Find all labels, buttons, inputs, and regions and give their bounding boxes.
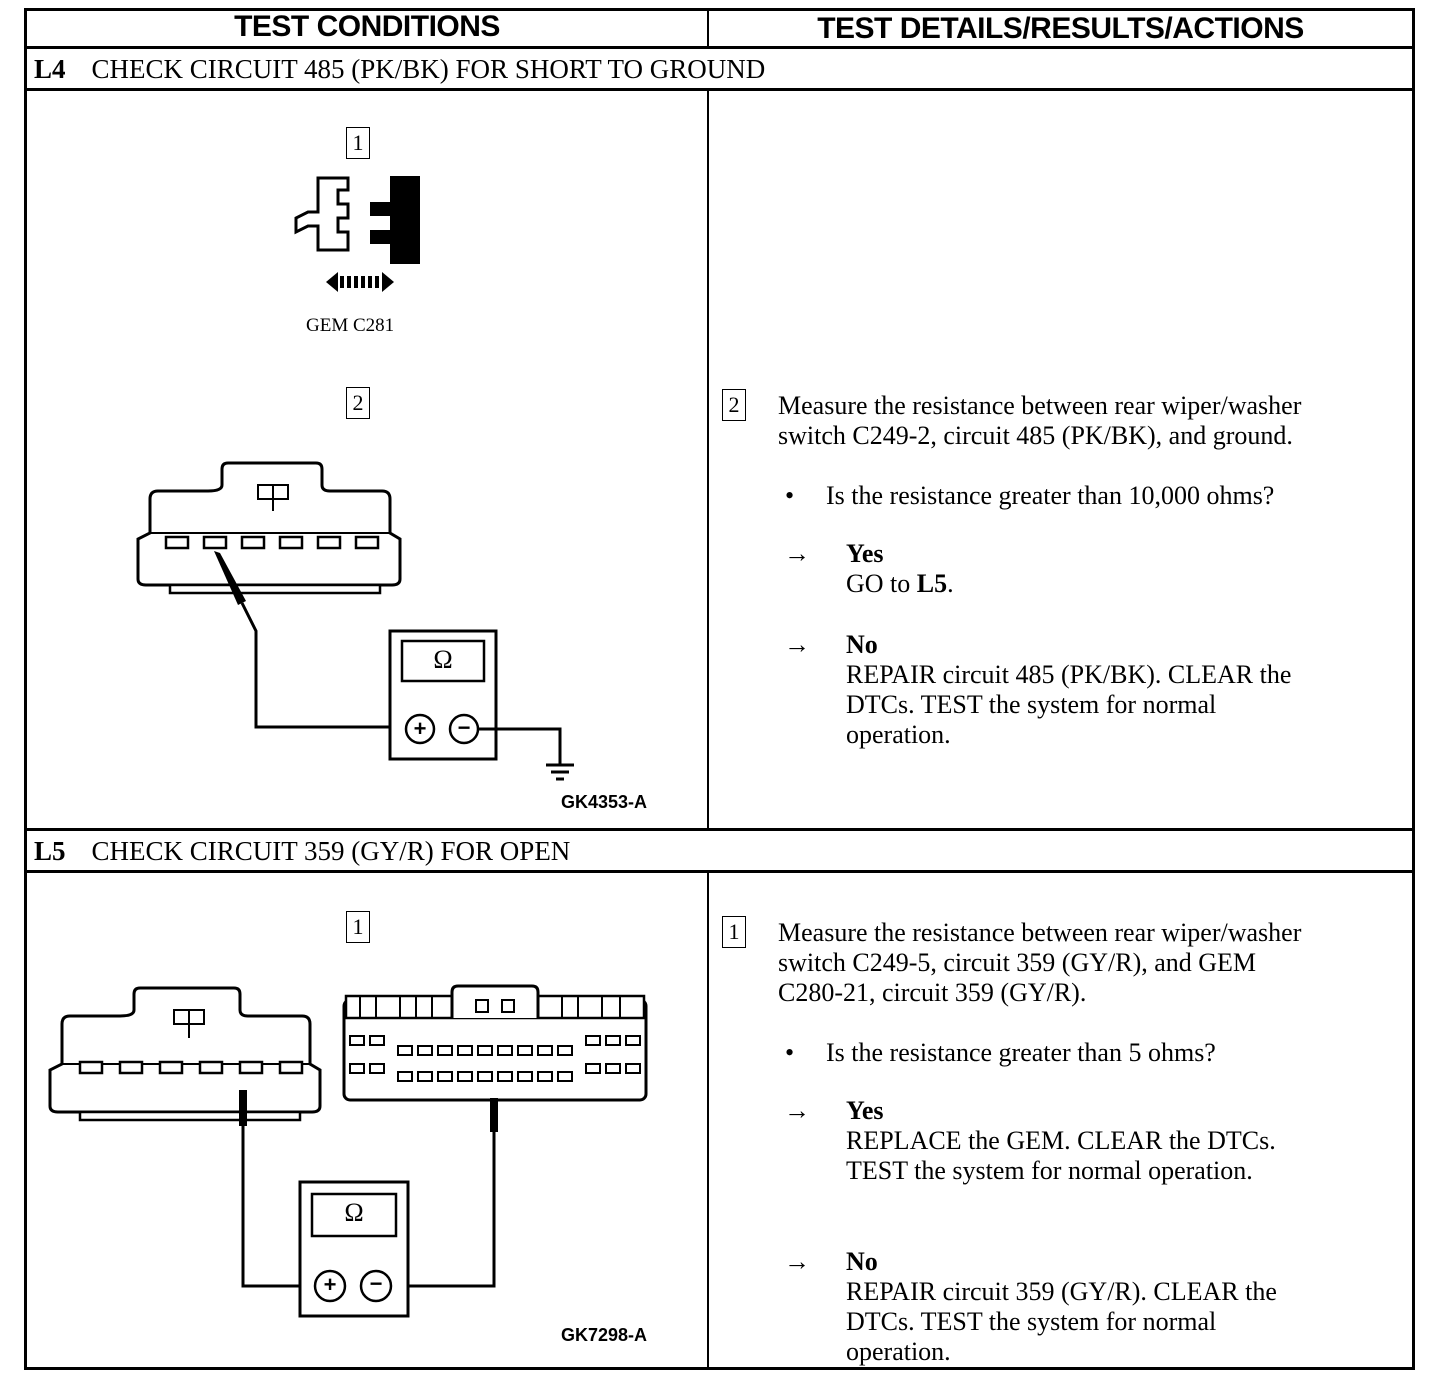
table-border-left: [24, 8, 27, 1370]
l5-meter-minus: −: [369, 1271, 383, 1296]
table-border-top: [24, 8, 1415, 11]
l4-yes-action: GO to L5.: [846, 569, 954, 599]
step-id-l4: L4: [34, 54, 66, 84]
l5-instruction-line-1: Measure the resistance between rear wipe…: [778, 918, 1302, 947]
l5-title-divider: [24, 870, 1415, 873]
l5-meter-plus: +: [323, 1272, 337, 1297]
column-header-test-details: TEST DETAILS/RESULTS/ACTIONS: [817, 12, 1304, 45]
l5-no-block: No REPAIR circuit 359 (GY/R). CLEAR the …: [846, 1247, 1277, 1367]
column-divider-header: [707, 8, 709, 48]
column-divider-l4: [707, 88, 709, 830]
l4-figure-step-2: 2: [346, 387, 370, 419]
l4-title-divider: [24, 88, 1415, 91]
l5-instruction-line-3: C280-21, circuit 359 (GY/R).: [778, 978, 1087, 1007]
step-heading-l5: CHECK CIRCUIT 359 (GY/R) FOR OPEN: [91, 836, 571, 866]
l5-no-line-3: operation.: [846, 1337, 951, 1366]
l5-figure-step-1: 1: [346, 911, 370, 943]
column-divider-l5: [707, 870, 709, 1370]
l4-yes-label: Yes: [846, 539, 884, 568]
l4-instruction-line-1: Measure the resistance between rear wipe…: [778, 391, 1302, 420]
l4-no-label: No: [846, 630, 878, 659]
l4-yes-action-prefix: GO to: [846, 569, 917, 598]
l4-no-line-1: REPAIR circuit 485 (PK/BK). CLEAR the: [846, 660, 1292, 689]
l4-connector-label: GEM C281: [306, 315, 395, 336]
column-header-test-conditions: TEST CONDITIONS: [234, 10, 500, 43]
l5-yes-label: Yes: [846, 1096, 884, 1125]
table-border-bottom: [24, 1367, 1415, 1370]
l5-instruction-line-2: switch C249-5, circuit 359 (GY/R), and G…: [778, 948, 1257, 977]
l4-connector-disconnect-diagram: [294, 176, 420, 292]
l4-yes-arrow: →: [784, 539, 810, 568]
l5-no-arrow: →: [784, 1247, 810, 1276]
l4-ohm-symbol: Ω: [433, 645, 453, 674]
l4-detail-step-num: 2: [722, 389, 746, 421]
l5-yes-line-2: TEST the system for normal operation.: [846, 1156, 1253, 1185]
l4-no-block: No REPAIR circuit 485 (PK/BK). CLEAR the…: [846, 630, 1291, 750]
step-heading-l4: CHECK CIRCUIT 485 (PK/BK) FOR SHORT TO G…: [91, 54, 766, 84]
l5-no-line-1: REPAIR circuit 359 (GY/R). CLEAR the: [846, 1277, 1277, 1306]
l5-question-bullet: •: [785, 1038, 795, 1067]
l5-figure-code: GK7298-A: [561, 1325, 648, 1345]
l4-no-line-2: DTCs. TEST the system for normal: [846, 690, 1217, 719]
l5-ohm-symbol: Ω: [344, 1198, 364, 1227]
l4-figure-code: GK4353-A: [561, 792, 648, 812]
l4-no-arrow: →: [784, 630, 810, 659]
l5-meter-diagram: [48, 984, 648, 1318]
l4-meter-plus: +: [413, 716, 427, 741]
l4-meter-diagram: [136, 461, 574, 781]
l4-instruction: Measure the resistance between rear wipe…: [778, 391, 1403, 451]
l5-instruction: Measure the resistance between rear wipe…: [778, 918, 1403, 1008]
l4-question-bullet: •: [785, 481, 795, 510]
l4-no-line-3: operation.: [846, 720, 951, 749]
l4-yes-action-target[interactable]: L5: [916, 569, 948, 598]
l5-no-label: No: [846, 1247, 878, 1276]
l4-figure-step-1: 1: [346, 127, 370, 159]
l4-meter-minus: −: [457, 715, 471, 740]
header-divider: [24, 46, 1415, 49]
step-title-l5: L5 CHECK CIRCUIT 359 (GY/R) FOR OPEN: [34, 833, 570, 869]
l4-instruction-line-2: switch C249-2, circuit 485 (PK/BK), and …: [778, 421, 1293, 450]
l4-yes-action-suffix: .: [947, 569, 954, 598]
l5-yes-arrow: →: [784, 1096, 810, 1125]
l5-detail-step-num: 1: [722, 916, 746, 948]
table-border-right: [1412, 8, 1415, 1370]
l5-yes-block: Yes REPLACE the GEM. CLEAR the DTCs. TES…: [846, 1096, 1276, 1186]
l5-no-line-2: DTCs. TEST the system for normal: [846, 1307, 1217, 1336]
l4-yes-block: Yes GO to L5.: [846, 539, 954, 599]
l5-question: Is the resistance greater than 5 ohms?: [826, 1038, 1216, 1067]
step-id-l5: L5: [34, 836, 66, 866]
step-title-l4: L4 CHECK CIRCUIT 485 (PK/BK) FOR SHORT T…: [34, 51, 765, 87]
l4-question: Is the resistance greater than 10,000 oh…: [826, 481, 1275, 510]
l5-title-top-divider: [24, 828, 1415, 831]
l5-yes-line-1: REPLACE the GEM. CLEAR the DTCs.: [846, 1126, 1276, 1155]
